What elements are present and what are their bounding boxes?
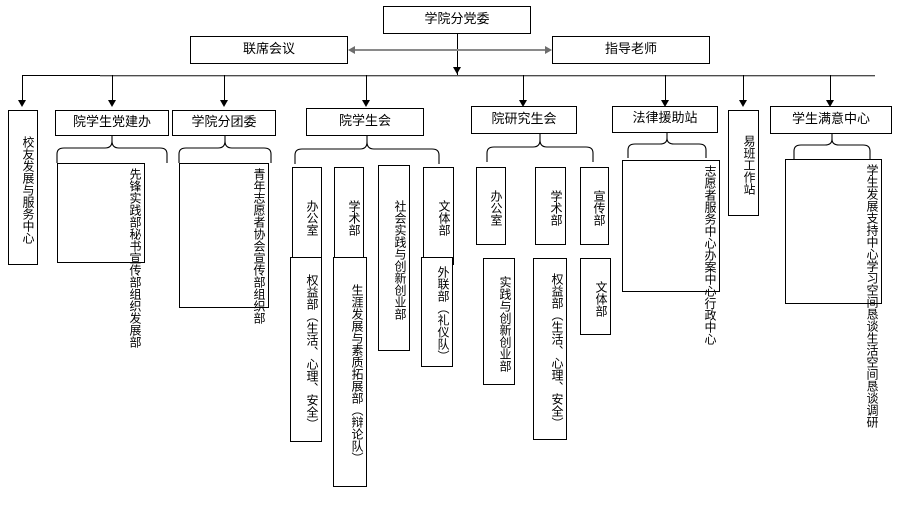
- node-label: 院研究生会: [491, 111, 557, 127]
- arrow-left-icon: [348, 46, 355, 54]
- node-yiban-workstation[interactable]: 易班工作站: [728, 110, 759, 216]
- child-label: 志愿者服务中心: [703, 165, 717, 249]
- node-label: 法律援助站: [632, 111, 698, 127]
- arrow-down-icon-3: [220, 100, 228, 107]
- connector-drop-6: [665, 75, 666, 105]
- node-graduate-union-practice-innovation[interactable]: 实践与创新创业部: [483, 258, 515, 385]
- node-advisor-teacher[interactable]: 指导老师: [552, 36, 710, 64]
- node-label: 校友发展与服务中心: [21, 135, 35, 244]
- node-youth-league-committee[interactable]: 学院分团委: [172, 110, 276, 136]
- node-legal-aid-children[interactable]: 志愿者服务中心 办案中心 行政中心: [622, 160, 720, 345]
- node-student-union-rights[interactable]: 权益部（生活、心理、安全）: [290, 257, 322, 442]
- child-label: 先锋实践部: [128, 168, 142, 228]
- node-party-building-office[interactable]: 院学生党建办: [55, 110, 169, 136]
- node-student-union-career-development[interactable]: 生涯发展与素质拓展部（辩论队）: [333, 257, 367, 487]
- connector-drop-1: [22, 75, 23, 105]
- connector-brace-graduate-union: [485, 134, 595, 162]
- node-graduate-union-academic[interactable]: 学术部: [535, 167, 566, 245]
- node-satisfaction-children[interactable]: 学生发展支持中心 学习空间恳谈 生活空间恳谈 调研: [785, 159, 882, 428]
- child-label: 权益部（生活、心理、安全）: [305, 273, 319, 430]
- child-label: 社会实践与创新创业部: [393, 200, 407, 320]
- child-label: 秘书宣传部: [128, 228, 142, 288]
- arrow-down-icon-top-stem: [453, 67, 461, 74]
- child-label: 办案中心: [703, 249, 717, 297]
- node-college-party-committee[interactable]: 学院分党委: [383, 6, 531, 34]
- node-joint-meeting[interactable]: 联席会议: [190, 36, 348, 64]
- connector-drop-2: [112, 75, 113, 105]
- child-label: 行政中心: [703, 297, 717, 345]
- child-label: 学生发展支持中心: [865, 164, 879, 260]
- arrow-down-icon-2: [108, 100, 116, 107]
- child-label: 生涯发展与素质拓展部（辩论队）: [350, 284, 364, 464]
- connector-brace-party-building: [55, 136, 169, 163]
- node-student-union-academic[interactable]: 学术部: [334, 167, 364, 265]
- connector-brace-student-union: [293, 136, 441, 164]
- node-student-satisfaction-center[interactable]: 学生满意中心: [770, 106, 892, 134]
- child-label: 外联部（礼仪队）: [436, 266, 450, 362]
- node-student-union-culture-sports[interactable]: 文体部: [423, 167, 454, 265]
- child-label: 生活空间恳谈: [865, 332, 879, 404]
- node-graduate-union-culture-sports[interactable]: 文体部: [580, 258, 611, 335]
- child-label: 实践与创新创业部: [498, 275, 512, 372]
- node-student-union[interactable]: 院学生会: [306, 108, 424, 136]
- child-label: 组织发展部: [128, 288, 142, 348]
- node-label: 院学生党建办: [72, 114, 151, 130]
- child-label: 文体部: [594, 280, 608, 317]
- node-label: 联席会议: [242, 41, 295, 57]
- node-legal-aid-station[interactable]: 法律援助站: [612, 106, 718, 133]
- child-label: 学术部: [347, 200, 361, 236]
- child-label: 办公室: [305, 200, 319, 236]
- child-label: 权益部（生活、心理、安全）: [550, 273, 564, 429]
- connector-drop-8: [830, 75, 831, 105]
- child-label: 宣传部: [592, 190, 606, 226]
- node-label: 学院分党委: [424, 11, 490, 27]
- connector-drop-5: [523, 75, 524, 105]
- child-label: 调研: [865, 404, 879, 428]
- node-student-union-external-relations[interactable]: 外联部（礼仪队）: [421, 257, 453, 367]
- node-alumni-development-service-center[interactable]: 校友发展与服务中心: [8, 110, 38, 265]
- node-label: 学院分团委: [191, 114, 257, 130]
- node-party-building-office-children[interactable]: 先锋实践部 秘书宣传部 组织发展部: [57, 163, 145, 348]
- node-graduate-union-office[interactable]: 办公室: [476, 167, 506, 245]
- node-student-union-social-practice[interactable]: 社会实践与创新创业部: [378, 165, 410, 351]
- node-graduate-student-union[interactable]: 院研究生会: [471, 106, 577, 134]
- arrow-down-icon-8: [826, 100, 834, 107]
- child-label: 青年志愿者协会: [252, 168, 266, 252]
- connector-brace-satisfaction: [792, 134, 872, 159]
- connector-drop-3: [224, 75, 225, 105]
- arrow-down-icon-1: [18, 100, 26, 107]
- arrow-down-icon-4: [362, 100, 370, 107]
- connector-brace-youth-league: [177, 136, 273, 163]
- child-label: 学习空间恳谈: [865, 260, 879, 332]
- arrow-down-icon-5: [519, 100, 527, 107]
- connector-bidirectional-arrow: [355, 49, 545, 51]
- connector-top-stem: [457, 34, 458, 75]
- child-label: 学术部: [549, 190, 563, 226]
- node-graduate-union-publicity[interactable]: 宣传部: [580, 167, 609, 245]
- node-youth-league-children[interactable]: 青年志愿者协会 宣传部 组织部: [179, 163, 269, 324]
- arrow-right-icon: [545, 46, 552, 54]
- child-label: 宣传部: [252, 252, 266, 288]
- child-label: 办公室: [489, 190, 503, 226]
- node-graduate-union-rights[interactable]: 权益部（生活、心理、安全）: [533, 258, 567, 440]
- arrow-down-icon-7: [739, 100, 747, 107]
- node-label: 指导老师: [604, 41, 657, 57]
- connector-drop-7: [743, 75, 744, 105]
- child-label: 组织部: [252, 288, 266, 324]
- node-student-union-office[interactable]: 办公室: [292, 167, 322, 265]
- node-label: 易班工作站: [742, 135, 756, 195]
- child-label: 文体部: [437, 200, 451, 236]
- connector-brace-legal-aid: [626, 133, 708, 158]
- node-label: 学生满意中心: [791, 111, 870, 127]
- node-label: 院学生会: [338, 113, 391, 129]
- connector-drop-4: [366, 75, 367, 105]
- connector-bus-shadow: [100, 75, 875, 77]
- arrow-down-icon-6: [661, 100, 669, 107]
